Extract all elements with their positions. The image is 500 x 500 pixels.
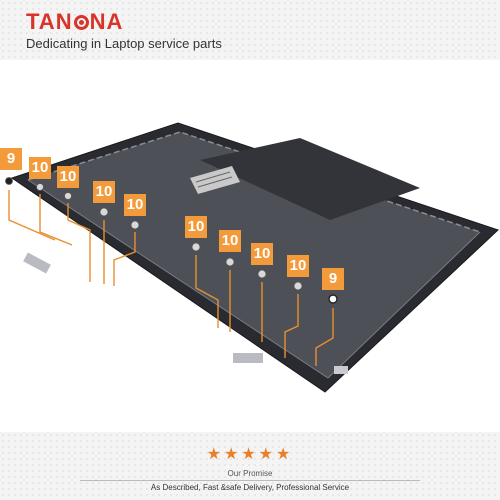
callout-10-e: 10 bbox=[185, 216, 207, 238]
bottom-right-bracket bbox=[334, 366, 348, 374]
footer-banner: ★★★★★ Our Promise As Described, Fast &sa… bbox=[0, 432, 500, 500]
screws bbox=[5, 177, 338, 304]
center-hinge bbox=[233, 353, 263, 363]
left-hinge bbox=[23, 252, 51, 274]
callout-10-g: 10 bbox=[251, 243, 273, 265]
callout-9-right: 9 bbox=[322, 268, 344, 290]
callout-10-f: 10 bbox=[219, 230, 241, 252]
promise-divider bbox=[80, 480, 420, 481]
promise-text: As Described, Fast &safe Delivery, Profe… bbox=[150, 483, 350, 492]
callout-10-h: 10 bbox=[287, 255, 309, 277]
callout-10-a: 10 bbox=[29, 157, 51, 179]
label-area bbox=[200, 138, 420, 220]
callout-10-d: 10 bbox=[124, 194, 146, 216]
lcd-back-cover-image bbox=[5, 122, 499, 393]
callout-10-b: 10 bbox=[57, 166, 79, 188]
promise-title: Our Promise bbox=[227, 469, 273, 478]
product-photo: 9 10 10 10 10 10 10 10 10 9 bbox=[0, 60, 500, 432]
callout-10-c: 10 bbox=[93, 181, 115, 203]
callout-9-left: 9 bbox=[0, 148, 22, 170]
rating-stars: ★★★★★ bbox=[206, 446, 294, 463]
leader-lines bbox=[8, 190, 334, 366]
tagline: Dedicating in Laptop service parts bbox=[26, 36, 222, 51]
logo-o-mark bbox=[73, 15, 89, 30]
